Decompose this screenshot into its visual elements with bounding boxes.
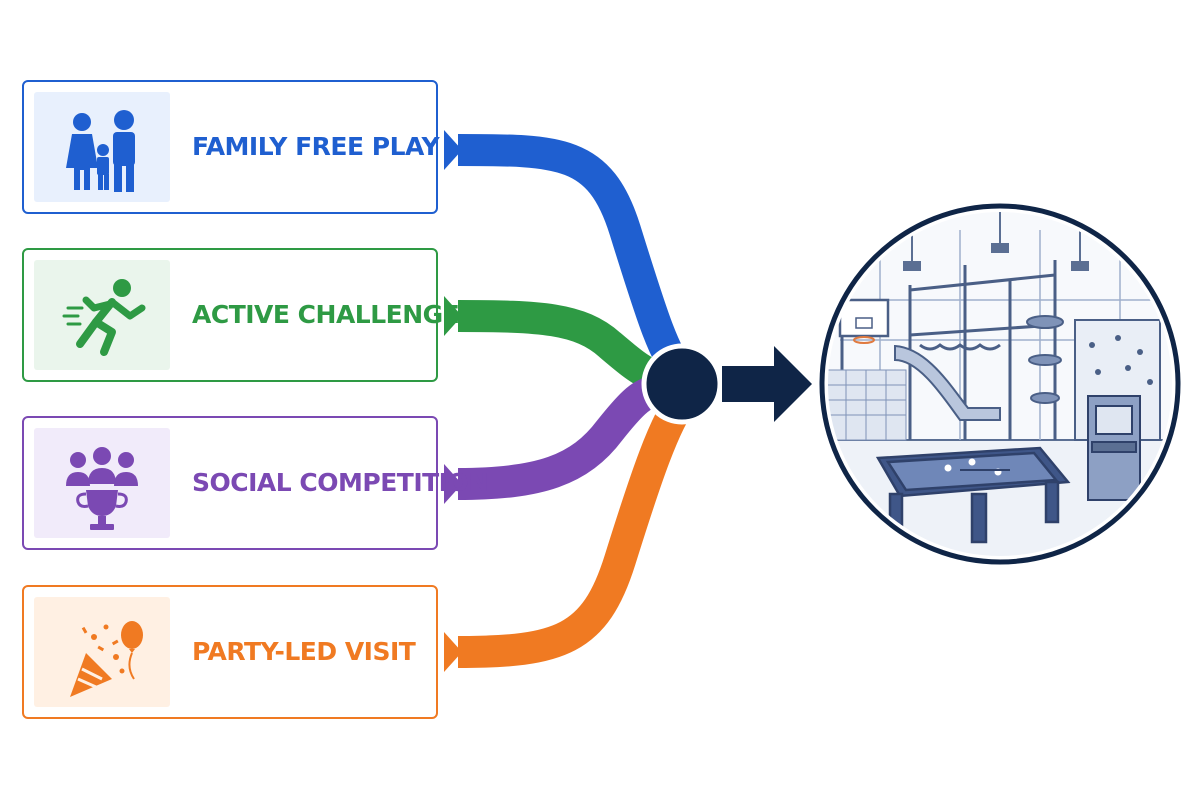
- category-label: PARTY-LED VISIT: [192, 637, 416, 666]
- flow-arrow-tip-2: [444, 296, 462, 336]
- group-trophy-icon: [34, 428, 170, 538]
- flow-line-active-challenge: [457, 300, 657, 389]
- flow-line-social-competition: [457, 376, 658, 500]
- category-card-family-free-play: FAMILY FREE PLAY: [22, 80, 440, 214]
- flow-line-party-led-visit: [457, 387, 697, 668]
- flow-arrow-tip-4: [444, 632, 462, 672]
- category-card-active-challenge: ACTIVE CHALLENGE: [22, 248, 460, 382]
- category-card-party-led-visit: PARTY-LED VISIT: [22, 585, 438, 719]
- hub-node: [641, 343, 723, 425]
- flow-arrow-tip-1: [444, 130, 462, 170]
- indoor-play-venue-illustration: [819, 203, 1181, 565]
- hub-to-destination-arrow: [722, 346, 812, 422]
- category-label: FAMILY FREE PLAY: [192, 132, 440, 161]
- flow-line-family-free-play: [457, 134, 693, 386]
- category-label: ACTIVE CHALLENGE: [192, 300, 460, 329]
- family-icon: [34, 92, 170, 202]
- category-card-social-competition: SOCIAL COMPETITION: [22, 416, 489, 550]
- category-label: SOCIAL COMPETITION: [192, 468, 489, 497]
- flow-arrow-tip-3: [444, 464, 462, 504]
- party-popper-balloon-icon: [34, 597, 170, 707]
- running-person-icon: [34, 260, 170, 370]
